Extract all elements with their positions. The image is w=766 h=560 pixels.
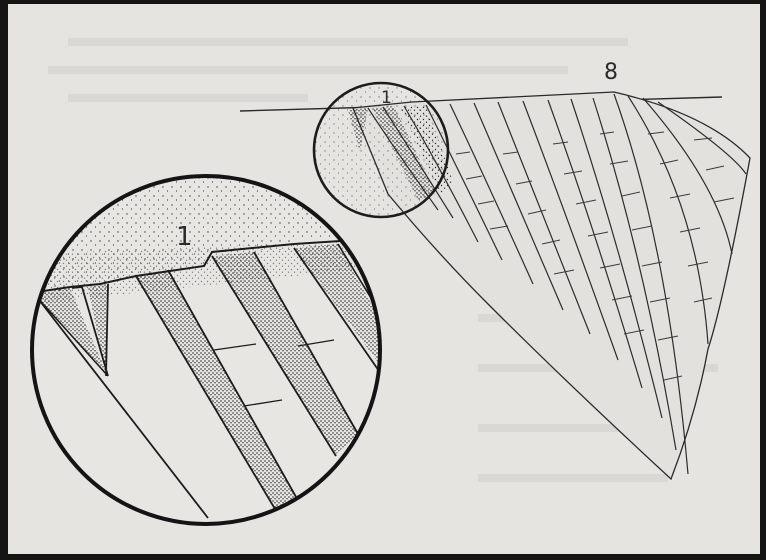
ray-label-1: 1 (381, 90, 392, 107)
magnified-ray-label-1: 1 (176, 224, 193, 250)
ray-label-8: 8 (604, 62, 618, 84)
fin-illustration (8, 4, 760, 554)
large-magnifier (28, 174, 388, 534)
book-page: 8 1 1 (8, 4, 760, 554)
